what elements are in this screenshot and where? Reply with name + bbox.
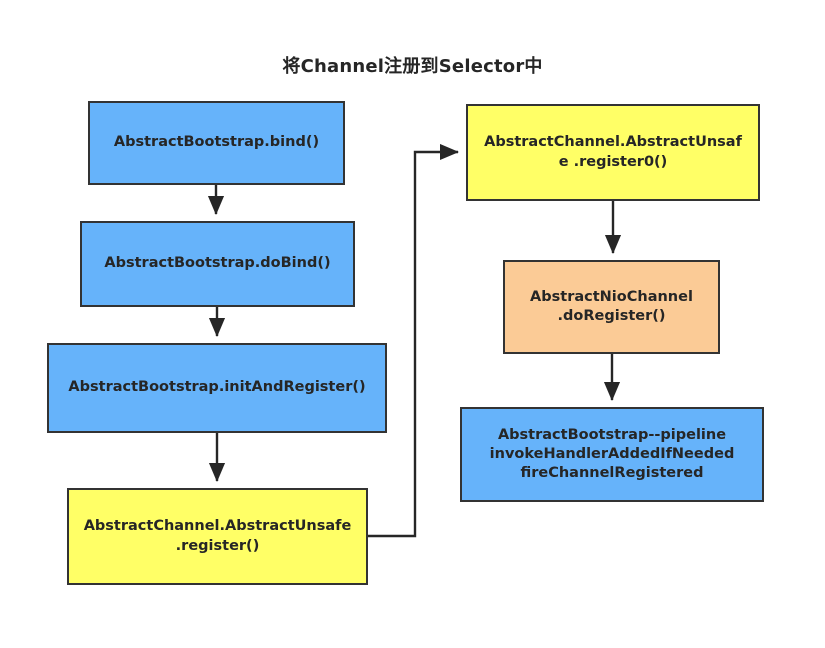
node-abstractchannel-abstractunsafe-register0[interactable]: AbstractChannel.AbstractUnsaf e .registe…: [466, 104, 760, 201]
node-abstractbootstrap-dobind[interactable]: AbstractBootstrap.doBind(): [80, 221, 355, 307]
node-abstractbootstrap-bind[interactable]: AbstractBootstrap.bind(): [88, 101, 345, 185]
diagram-title: 将Channel注册到Selector中: [282, 56, 543, 77]
node-abstractbootstrap-pipeline[interactable]: AbstractBootstrap--pipeline invokeHandle…: [460, 407, 764, 502]
node-abstractchannel-abstractunsafe-register[interactable]: AbstractChannel.AbstractUnsafe .register…: [67, 488, 368, 585]
node-abstractniochannel-doregister[interactable]: AbstractNioChannel .doRegister(): [503, 260, 720, 354]
node-abstractbootstrap-initandregister[interactable]: AbstractBootstrap.initAndRegister(): [47, 343, 387, 433]
